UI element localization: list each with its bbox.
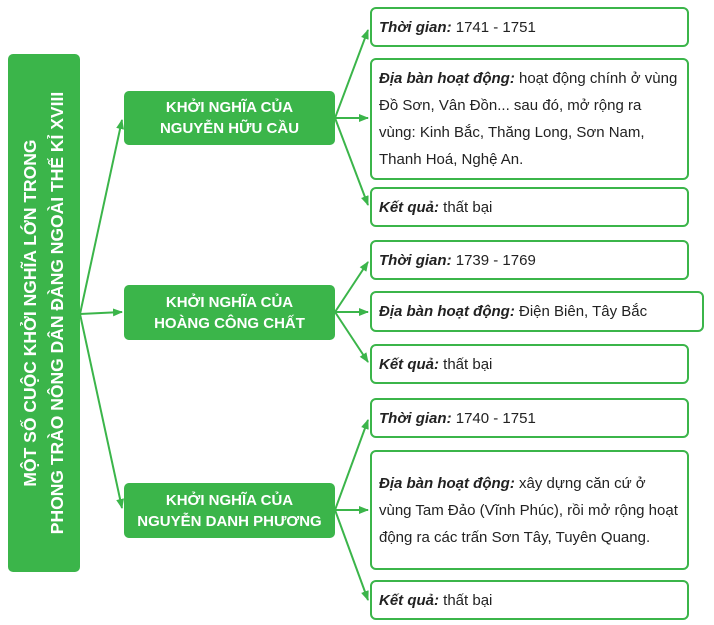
uprising-title-line: KHỞI NGHĨA CỦA	[165, 491, 294, 509]
time-label: Thời gian:	[379, 409, 452, 427]
result-value: thất bại	[443, 355, 493, 373]
result-label: Kết quả:	[379, 198, 439, 216]
uprising-box-nguyen-danh-phuong: KHỞI NGHĨA CỦA NGUYỄN DANH PHƯƠNG	[124, 483, 335, 538]
time-box: Thời gian: 1740 - 1751	[370, 398, 689, 438]
arrow	[334, 419, 369, 511]
arrow	[334, 29, 369, 119]
arrow	[79, 313, 125, 509]
arrow	[334, 261, 369, 313]
area-label: Địa bàn hoạt động:	[379, 303, 515, 320]
uprising-title-line: NGUYỄN HỮU CẦU	[159, 120, 300, 137]
arrow	[79, 308, 123, 317]
area-box: Địa bàn hoạt động: Điện Biên, Tây Bắc	[370, 291, 704, 332]
uprising-title-line: KHỞI NGHĨA CỦA	[165, 99, 294, 116]
arrow	[79, 119, 125, 315]
result-box: Kết quả: thất bại	[370, 344, 689, 384]
time-value: 1739 - 1769	[455, 251, 536, 269]
area-label: Địa bàn hoạt động:	[379, 70, 515, 87]
result-label: Kết quả:	[379, 591, 439, 609]
time-label: Thời gian:	[379, 251, 452, 269]
root-title-line-1: MỘT SỐ CUỘC KHỞI NGHĨA LỚN TRONG	[20, 139, 40, 487]
time-label: Thời gian:	[379, 18, 452, 36]
time-box: Thời gian: 1741 - 1751	[370, 7, 689, 47]
area-value: hoạt động chính ở vùng Đồ Sơn, Vân Đồn..…	[379, 70, 678, 168]
uprising-title-line: KHỞI NGHĨA CỦA	[165, 293, 294, 311]
arrow	[334, 311, 369, 363]
uprising-box-nguyen-huu-cau: KHỞI NGHĨA CỦA NGUYỄN HỮU CẦU	[124, 91, 335, 145]
area-box: Địa bàn hoạt động: xây dựng căn cứ ở vùn…	[370, 450, 689, 570]
arrow	[334, 509, 369, 601]
time-value: 1741 - 1751	[455, 18, 536, 36]
uprising-box-hoang-cong-chat: KHỞI NGHĨA CỦA HOÀNG CÔNG CHẤT	[124, 285, 335, 340]
arrow	[334, 117, 369, 206]
root-topic-box: MỘT SỐ CUỘC KHỞI NGHĨA LỚN TRONG PHONG T…	[8, 54, 80, 572]
result-box: Kết quả: thất bại	[370, 187, 689, 227]
area-value: Điện Biên, Tây Bắc	[519, 303, 648, 320]
uprising-title-line: NGUYỄN DANH PHƯƠNG	[137, 512, 322, 530]
area-label: Địa bàn hoạt động:	[379, 474, 515, 492]
area-value: xây dựng căn cứ ở vùng Tam Đảo (Vĩnh Phú…	[379, 474, 678, 546]
result-value: thất bại	[443, 198, 493, 216]
area-box: Địa bàn hoạt động: hoạt động chính ở vùn…	[370, 58, 689, 180]
result-box: Kết quả: thất bại	[370, 580, 689, 620]
uprising-title-line: HOÀNG CÔNG CHẤT	[154, 314, 305, 332]
result-label: Kết quả:	[379, 355, 439, 373]
result-value: thất bại	[443, 591, 493, 609]
time-box: Thời gian: 1739 - 1769	[370, 240, 689, 280]
time-value: 1740 - 1751	[455, 409, 536, 427]
root-title-line-2: PHONG TRÀO NÔNG DÂN ĐÀNG NGOÀI THẾ KỈ XV…	[47, 91, 67, 535]
